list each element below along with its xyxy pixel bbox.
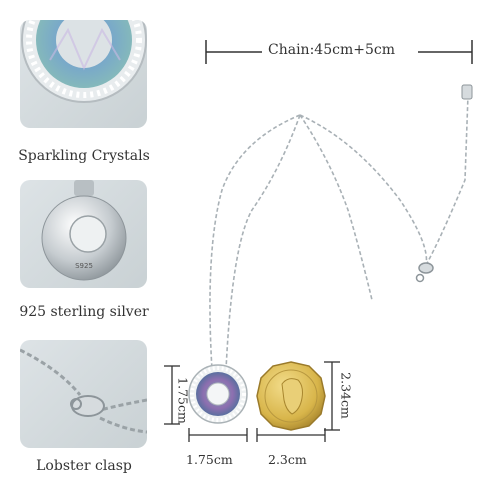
crystal-closeup-thumbnail <box>20 20 147 128</box>
silver-pendant-back-icon: S925 <box>41 180 127 281</box>
lobster-clasp-thumbnail <box>20 340 147 448</box>
pendant-width-label: 1.75cm <box>186 452 233 467</box>
silver-pendant-thumbnail: S925 <box>20 180 147 288</box>
crystal-ring-closeup-icon <box>21 20 147 103</box>
feature-caption-silver: 925 sterling silver <box>19 304 149 320</box>
feature-caption-clasp: Lobster clasp <box>36 458 132 474</box>
coin-width-label: 2.3cm <box>268 452 307 467</box>
feature-caption-crystals: Sparkling Crystals <box>18 148 150 164</box>
chain-length-label: Chain:45cm+5cm <box>268 42 395 58</box>
lobster-clasp-icon <box>20 348 147 434</box>
silver-stamp: S925 <box>75 262 93 270</box>
